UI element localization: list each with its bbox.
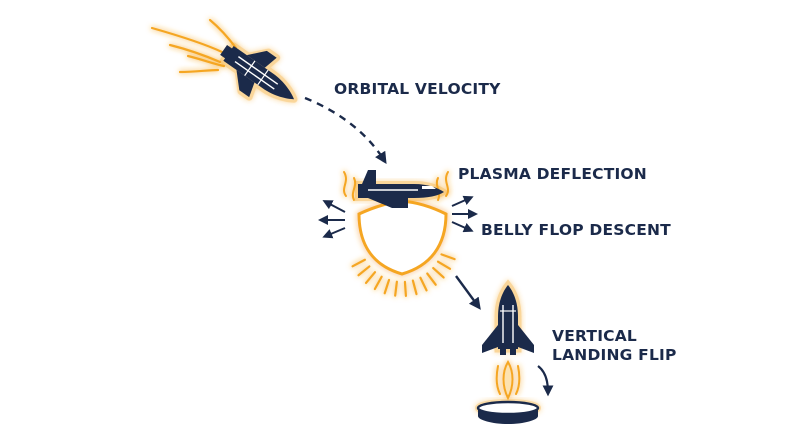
heat-ray [419, 276, 428, 292]
vertical-landing-line1: VERTICAL [552, 327, 638, 345]
trajectory-dashed-arrow [304, 96, 387, 165]
heat-ray [364, 271, 377, 284]
orbital-velocity-label: ORBITAL VELOCITY [334, 80, 501, 98]
landing-pad-icon [475, 399, 541, 424]
heat-ray [373, 275, 383, 291]
heat-ray [436, 260, 452, 270]
vertical-landing-line2: LANDING FLIP [552, 346, 677, 364]
descent-arrow [455, 275, 481, 310]
plasma-shuttle-icon [355, 170, 450, 208]
heat-ray [357, 265, 371, 277]
heat-ray [394, 280, 398, 297]
deflection-arrows [318, 195, 478, 239]
vertical-landing-label: VERTICAL LANDING FLIP [552, 327, 677, 365]
rocket-flame-icon [495, 360, 521, 401]
belly-flop-descent-label: BELLY FLOP DESCENT [481, 221, 671, 239]
landing-arrow [537, 365, 554, 397]
heat-ray [411, 279, 418, 296]
heat-ray [426, 272, 437, 286]
rocket-icon [482, 279, 534, 355]
orbital-shuttle-icon [150, 18, 298, 103]
plasma-deflection-label: PLASMA DEFLECTION [458, 165, 647, 183]
heat-ray [440, 253, 456, 261]
heat-ray [403, 280, 408, 297]
heat-ray [351, 258, 367, 268]
heat-shield-icon [343, 171, 456, 297]
heat-ray [432, 267, 445, 279]
heat-ray [383, 278, 391, 295]
